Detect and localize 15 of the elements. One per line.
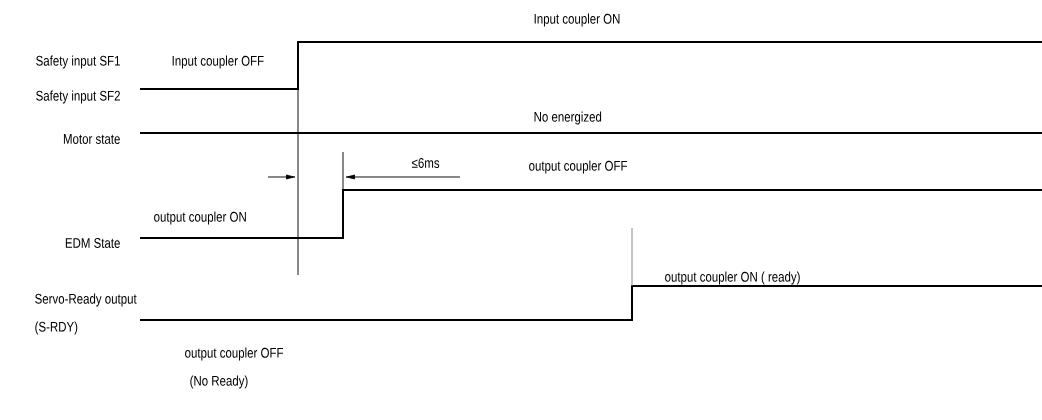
dimension-label: ≤6ms	[411, 158, 440, 168]
state-label: output coupler ON	[154, 211, 246, 225]
state-label: No energized	[534, 111, 602, 125]
signal-label: Servo-Ready output	[35, 293, 137, 307]
state-label: output coupler OFF	[529, 160, 628, 174]
signal-label: Motor state	[63, 134, 120, 144]
signal-label: Safety input SF1	[36, 55, 120, 69]
state-label: output coupler OFF	[185, 347, 284, 361]
signal-label: EDM State	[65, 238, 120, 248]
signal-label: Safety input SF2	[36, 90, 120, 104]
signal-label: (S-RDY)	[35, 321, 78, 335]
state-label: (No Ready)	[190, 375, 248, 389]
state-label: Input coupler OFF	[172, 55, 264, 69]
state-label: output coupler ON ( ready)	[665, 271, 800, 285]
state-label: Input coupler ON	[534, 13, 620, 27]
